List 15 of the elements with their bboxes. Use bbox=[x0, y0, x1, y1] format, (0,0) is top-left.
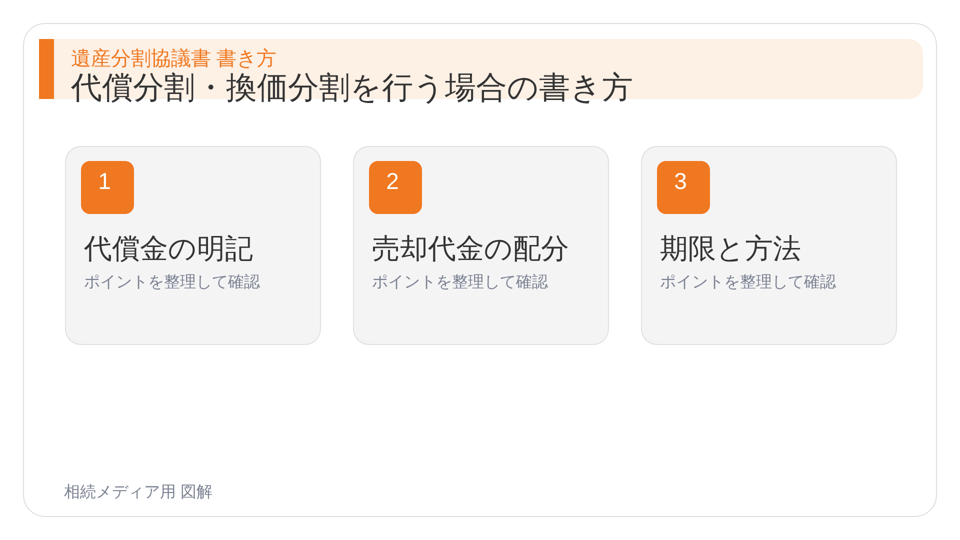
slide-title: 代償分割・換価分割を行う場合の書き方 bbox=[71, 69, 633, 107]
card-heading: 代償金の明記 bbox=[84, 232, 253, 266]
card-description: ポイントを整理して確認 bbox=[84, 273, 260, 293]
card-description: ポイントを整理して確認 bbox=[372, 273, 548, 293]
step-card bbox=[65, 146, 321, 345]
step-card bbox=[353, 146, 609, 345]
card-heading: 期限と方法 bbox=[660, 232, 801, 266]
step-number-badge: 3 bbox=[657, 161, 710, 214]
card-heading: 売却代金の配分 bbox=[372, 232, 569, 266]
step-number-badge: 2 bbox=[369, 161, 422, 214]
section-label: 遺産分割協議書 書き方 bbox=[71, 47, 277, 71]
step-card bbox=[641, 146, 897, 345]
step-number-badge: 1 bbox=[81, 161, 134, 214]
card-description: ポイントを整理して確認 bbox=[660, 273, 836, 293]
footer-note: 相続メディア用 図解 bbox=[64, 483, 212, 503]
